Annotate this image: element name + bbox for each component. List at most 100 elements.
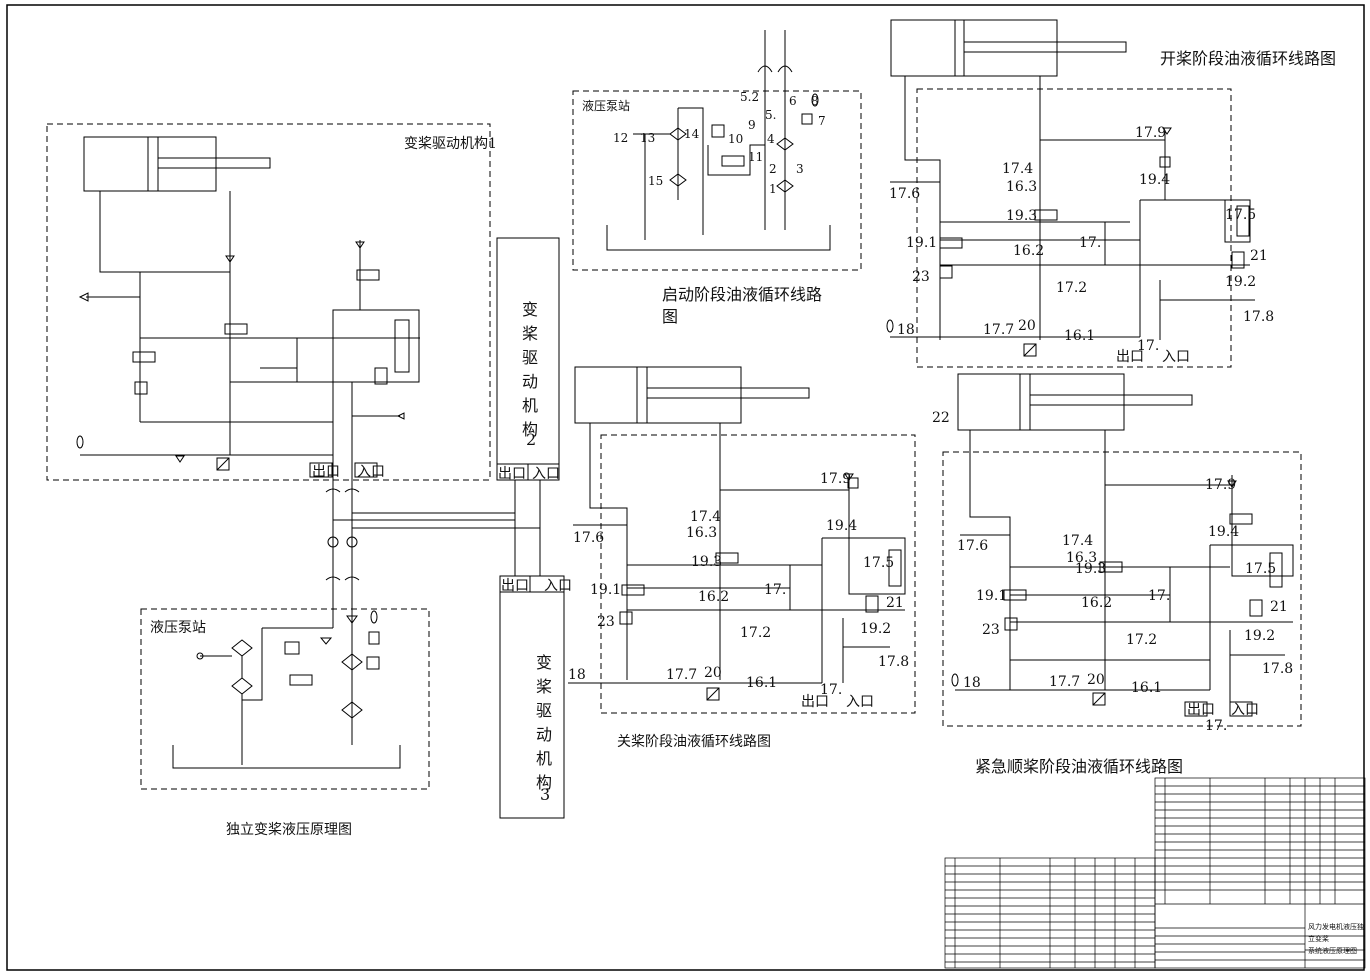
close-label-17.x: 17. <box>764 582 786 598</box>
drive2-char-3: 驱 <box>522 348 538 367</box>
open-label-18: 18 <box>897 322 915 338</box>
close-title: 关桨阶段油液循环线路图 <box>617 733 771 750</box>
start-label-15: 15 <box>648 174 663 188</box>
start-label-9: 9 <box>748 118 756 132</box>
open-label-17.6: 17.6 <box>889 186 920 202</box>
open-label-21: 21 <box>1250 248 1268 264</box>
independent-title: 独立变桨液压原理图 <box>226 821 352 838</box>
close-label-17.9: 17.9 <box>820 471 851 487</box>
drive1-out-label: 出口 <box>312 464 340 480</box>
drive2-out-label: 出口 <box>498 466 526 482</box>
drive-mechanism-3 <box>499 575 565 819</box>
drive1-in-label: 入口 <box>357 464 385 480</box>
start-phase-diagram <box>572 30 862 271</box>
start-label-5: 5. <box>765 108 776 122</box>
drive1-label: 变桨驱动机构1 <box>404 135 497 152</box>
start-label-13: 13 <box>640 131 655 145</box>
close-label-16.3: 16.3 <box>686 525 717 541</box>
close-label-19.3: 19.3 <box>691 554 722 570</box>
drive2-char-6: 构 <box>522 420 538 439</box>
start-label-12: 12 <box>613 131 628 145</box>
pump-station-label-start: 液压泵站 <box>582 98 630 113</box>
open-label-17.5: 17.5 <box>1225 207 1256 223</box>
emergency-label-22: 22 <box>932 410 950 426</box>
open-label-19.1: 19.1 <box>906 235 937 251</box>
close-label-17.2: 17.2 <box>740 625 771 641</box>
drive3-char-3: 驱 <box>536 701 552 720</box>
titleblock-title-line3: 系统液压原理图 <box>1308 946 1357 955</box>
start-label-14: 14 <box>684 127 700 141</box>
emergency-label-17.9: 17.9 <box>1205 477 1236 493</box>
open-label-19.2: 19.2 <box>1225 274 1256 290</box>
start-label-3: 3 <box>796 162 804 176</box>
emergency-label-19.3: 19.3 <box>1075 561 1106 577</box>
open-label-16.3: 16.3 <box>1006 179 1037 195</box>
open-label-17.2: 17.2 <box>1056 280 1087 296</box>
close-label-16.2: 16.2 <box>698 589 729 605</box>
emergency-label-21: 21 <box>1270 599 1288 615</box>
start-label-6: 6 <box>789 94 797 108</box>
open-out-label: 出口 <box>1116 349 1144 365</box>
emergency-label-19.4: 19.4 <box>1208 524 1239 540</box>
drive3-char-7: 3 <box>540 785 550 804</box>
open-label-17.7: 17.7 <box>983 322 1014 338</box>
title-block <box>944 777 1366 969</box>
emergency-label-17.4: 17.4 <box>1062 533 1093 549</box>
drive2-char-2: 桨 <box>522 324 538 343</box>
close-label-17.x-2: 17. <box>820 682 842 698</box>
emergency-out-label: 出口 <box>1187 702 1215 718</box>
close-label-17.4: 17.4 <box>690 509 721 525</box>
open-label-19.3: 19.3 <box>1006 208 1037 224</box>
open-label-17.9: 17.9 <box>1135 125 1166 141</box>
start-label-1: 1 <box>769 182 777 196</box>
start-title-line1: 启动阶段油液循环线路 <box>662 285 822 304</box>
close-label-17.6: 17.6 <box>573 530 604 546</box>
open-label-17.8: 17.8 <box>1243 309 1274 325</box>
drive-mechanism-1-diagram <box>46 123 491 520</box>
drive1-dashed-box <box>46 123 491 481</box>
emergency-label-19.1: 19.1 <box>976 588 1007 604</box>
emergency-label-17.6: 17.6 <box>957 538 988 554</box>
titleblock-title-line1: 风力发电机液压独 <box>1308 922 1364 931</box>
emergency-label-17.5: 17.5 <box>1245 561 1276 577</box>
open-label-16.1: 16.1 <box>1064 328 1095 344</box>
close-label-19.2: 19.2 <box>860 621 891 637</box>
emergency-phase-diagram <box>942 373 1302 727</box>
start-label-7: 7 <box>818 114 826 128</box>
emergency-label-17.7: 17.7 <box>1049 674 1080 690</box>
open-label-17.4: 17.4 <box>1002 161 1033 177</box>
close-label-23: 23 <box>597 614 615 630</box>
close-label-17.8: 17.8 <box>878 654 909 670</box>
drive3-char-2: 桨 <box>536 677 552 696</box>
open-in-label: 入口 <box>1162 349 1190 365</box>
open-label-17.x-2: 17. <box>1137 338 1159 354</box>
close-label-17.7: 17.7 <box>666 667 697 683</box>
drive3-out-label: 出口 <box>501 578 529 594</box>
start-label-4: 4 <box>767 132 775 146</box>
open-label-20: 20 <box>1018 318 1036 334</box>
open-label-17.x: 17. <box>1079 235 1101 251</box>
titleblock-title-line2: 立变桨 <box>1308 934 1329 943</box>
drive3-char-1: 变 <box>536 653 552 672</box>
emergency-label-23: 23 <box>982 622 1000 638</box>
emergency-label-17.8: 17.8 <box>1262 661 1293 677</box>
drawing-frame <box>6 4 1365 971</box>
drive2-char-4: 动 <box>522 372 538 391</box>
close-label-16.1: 16.1 <box>746 675 777 691</box>
emergency-label-17.x-2: 17. <box>1205 718 1227 734</box>
drive2-char-5: 机 <box>522 396 538 415</box>
close-label-17.5: 17.5 <box>863 555 894 571</box>
emergency-label-17.x: 17. <box>1148 588 1170 604</box>
emergency-label-17.2: 17.2 <box>1126 632 1157 648</box>
close-phase-diagram <box>568 366 916 714</box>
emergency-in-label: 入口 <box>1231 702 1259 718</box>
cylinder-1 <box>83 136 217 192</box>
close-label-20: 20 <box>704 665 722 681</box>
close-out-label: 出口 <box>801 694 829 710</box>
connecting-pipes <box>325 480 541 610</box>
independent-pump-station <box>140 608 430 790</box>
emergency-label-16.3: 16.3 <box>1066 550 1097 566</box>
open-label-19.4: 19.4 <box>1139 172 1170 188</box>
pump-station-label-bl: 液压泵站 <box>150 620 206 636</box>
